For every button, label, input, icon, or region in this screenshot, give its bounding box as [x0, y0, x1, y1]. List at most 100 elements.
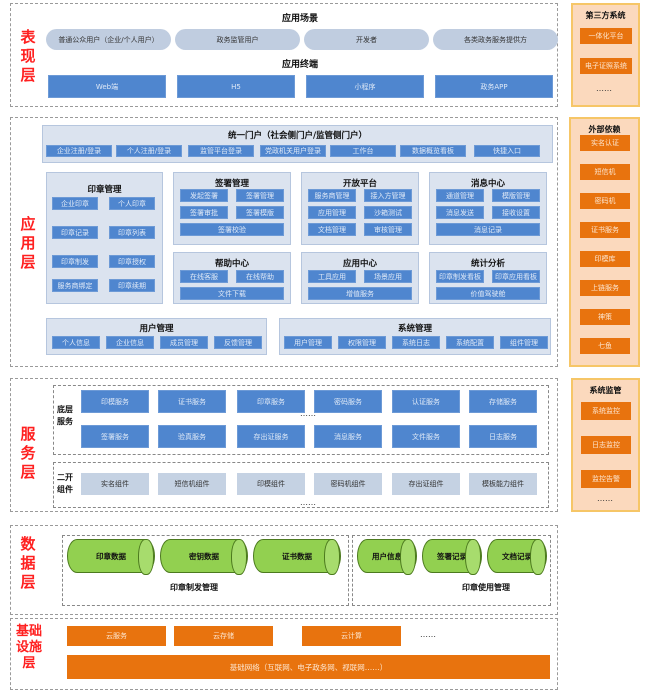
base-service-box: 印模服务	[81, 390, 149, 413]
component-group	[53, 462, 549, 508]
user-item: 个人信息	[52, 336, 100, 349]
infra-item: 云存储	[174, 626, 273, 646]
seal-item: 印章记录	[52, 226, 98, 239]
module-title: 签署管理	[214, 179, 249, 189]
module-title: 消息中心	[470, 179, 505, 189]
infra-item: 云计算	[302, 626, 401, 646]
open-platform-item: 沙箱测试	[364, 206, 412, 219]
base-service-label: 底层服务	[57, 405, 73, 426]
open-platform-item: 审核管理	[364, 223, 412, 236]
base-service-box: 验真服务	[158, 425, 226, 448]
data-cylinder: 签署记录	[422, 539, 482, 575]
app-center-item: 场景应用	[364, 270, 412, 283]
seal-use-group	[352, 535, 551, 606]
portal-title: 统一门户（社会侧门户/监管侧门户）	[227, 131, 368, 141]
data-layer	[10, 525, 558, 615]
message-item: 模版管理	[492, 189, 540, 202]
monitor-title: 系统监管	[589, 386, 622, 395]
user-item: 企业信息	[106, 336, 154, 349]
seal-item: 印章续期	[109, 279, 155, 292]
base-service-box: 日志服务	[469, 425, 537, 448]
portal-item: 工作台	[330, 145, 396, 157]
component-box: 实名组件	[81, 473, 149, 495]
base-service-box: 密码服务	[314, 390, 382, 413]
system-item: 系统日志	[392, 336, 440, 349]
portal-item: 数据概览看板	[400, 145, 466, 157]
monitor-item: 监控告警	[581, 470, 631, 488]
system-item: 系统配置	[446, 336, 494, 349]
component-label: 二开组件	[57, 473, 73, 494]
app-center-item: 增值服务	[308, 287, 412, 300]
scene-pill: 政务监管用户	[175, 29, 300, 50]
presentation-layer	[10, 3, 558, 107]
open-platform-item: 应用管理	[308, 206, 356, 219]
infra-layer	[10, 618, 558, 690]
app-center-item: 工具应用	[308, 270, 356, 283]
third-party-panel: 第三方系统	[571, 3, 640, 107]
scene-pill: 开发者	[304, 29, 429, 50]
service-layer-label: 服务层	[20, 425, 36, 481]
external-item: 密码机	[580, 193, 630, 209]
seal-issue-caption: 印章制发管理	[170, 583, 218, 592]
external-item: 印模库	[580, 251, 630, 267]
presentation-layer-label: 表现层	[20, 28, 36, 84]
seal-item: 印章授权	[109, 255, 155, 268]
module-title: 统计分析	[470, 259, 505, 269]
seal-issue-group	[62, 535, 349, 606]
terminal-box: 小程序	[306, 75, 424, 98]
terminal-box: Web端	[48, 75, 166, 98]
third-party-item: 电子证照系统	[580, 58, 632, 74]
infra-item: 云服务	[67, 626, 166, 646]
component-box: 模板能力组件	[469, 473, 537, 495]
open-platform-item: 接入方管理	[364, 189, 412, 202]
sign-item: 签署管理	[236, 189, 284, 202]
data-cylinder: 文档记录	[487, 539, 547, 575]
module-title: 用户管理	[139, 324, 174, 334]
external-item: 上链服务	[580, 280, 630, 296]
user-item: 成员管理	[160, 336, 208, 349]
data-cylinder: 证书数据	[253, 539, 341, 575]
help-item: 在线帮助	[236, 270, 284, 283]
system-item: 用户管理	[284, 336, 332, 349]
module-title: 印章管理	[87, 185, 122, 195]
base-service-box: 认证服务	[392, 390, 460, 413]
third-party-item: 一体化平台	[580, 28, 632, 44]
external-item: 神策	[580, 309, 630, 325]
help-item: 文件下载	[180, 287, 284, 300]
stats-item: 印章制发看板	[436, 270, 484, 283]
terminal-box: 政务APP	[435, 75, 553, 98]
application-layer-label: 应用层	[20, 215, 36, 271]
portal-item: 党政机关用户登录	[260, 145, 326, 157]
stats-item: 价值驾驶舱	[436, 287, 540, 300]
base-service-box: 证书服务	[158, 390, 226, 413]
base-service-box: 消息服务	[314, 425, 382, 448]
scene-pill: 普通公众用户（企业/个人用户）	[46, 29, 171, 50]
base-service-box: 文件服务	[392, 425, 460, 448]
component-box: 存出证组件	[392, 473, 460, 495]
seal-use-caption: 印章使用管理	[462, 583, 510, 592]
portal-item: 企业注册/登录	[46, 145, 112, 157]
terminal-box: H5	[177, 75, 295, 98]
module-title: 开放平台	[342, 179, 377, 189]
component-box: 印模组件	[237, 473, 305, 495]
component-box: 密码机组件	[314, 473, 382, 495]
module-title: 应用中心	[342, 259, 377, 269]
external-panel: 外部依赖	[569, 117, 640, 367]
data-layer-label: 数据层	[20, 535, 36, 591]
external-item: 七鱼	[580, 338, 630, 354]
seal-item: 印章列表	[109, 226, 155, 239]
infra-layer-label: 基础设施层	[15, 624, 42, 671]
service-layer	[10, 378, 558, 512]
monitor-item: 日志监控	[581, 436, 631, 454]
base-network: 基础网络（互联网、电子政务网、视联网……）	[67, 655, 550, 679]
infra-more: ……	[420, 630, 436, 639]
portal-module: 统一门户（社会侧门户/监管侧门户）	[42, 125, 553, 163]
base-service-group	[53, 385, 549, 455]
seal-item: 企业印章	[52, 197, 98, 210]
message-item: 消息发送	[436, 206, 484, 219]
sign-item: 签署模版	[236, 206, 284, 219]
external-item: 实名认证	[580, 135, 630, 151]
user-item: 反馈管理	[214, 336, 262, 349]
terminal-title: 应用终端	[281, 60, 318, 70]
base-more: ……	[300, 409, 316, 418]
